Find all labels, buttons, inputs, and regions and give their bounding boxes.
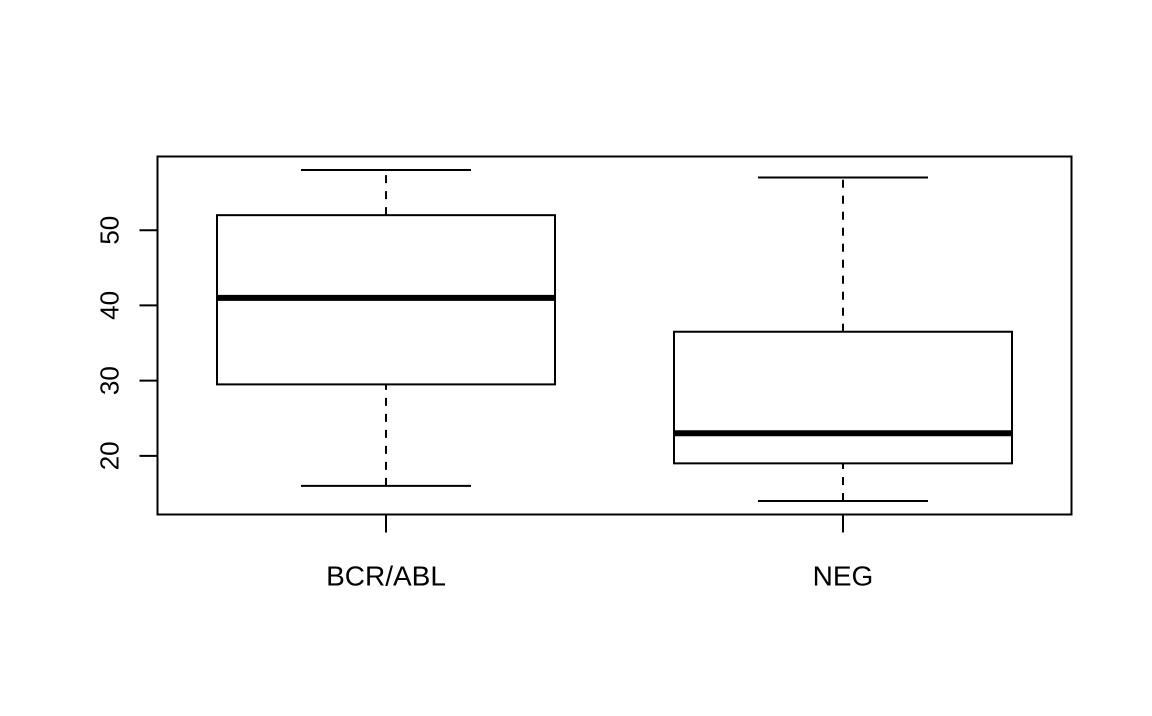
iqr-box [673, 330, 1013, 465]
x-axis: BCR/ABL NEG [326, 514, 874, 592]
box-group-1 [673, 176, 1013, 502]
y-tick-label-50: 50 [95, 216, 125, 245]
y-tick-label-30: 30 [95, 366, 125, 395]
box-group-0 [216, 169, 556, 487]
x-tick-label-1: NEG [813, 561, 874, 592]
x-tick-label-0: BCR/ABL [326, 561, 446, 592]
y-tick-label-40: 40 [95, 291, 125, 320]
y-tick-label-20: 20 [95, 441, 125, 470]
y-axis: 20 30 40 50 [95, 216, 159, 470]
boxes-layer [216, 169, 1013, 502]
